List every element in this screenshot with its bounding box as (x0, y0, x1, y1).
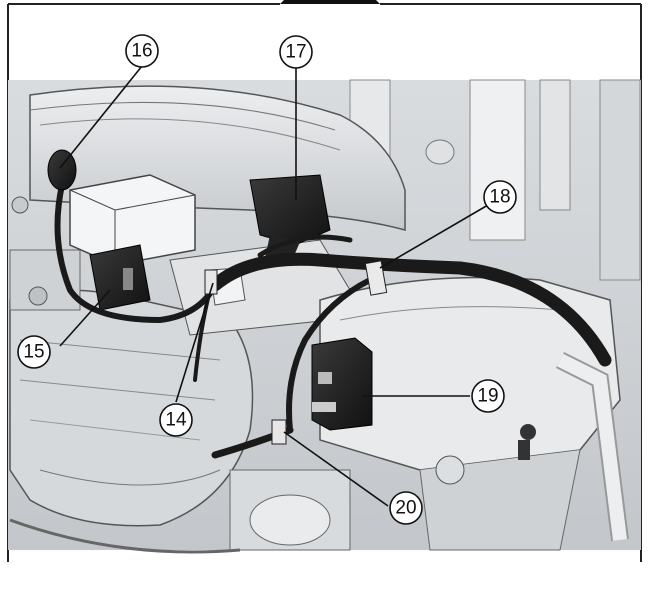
callout-14-label: 14 (165, 410, 187, 431)
illustration-body (8, 79, 641, 554)
callout-19-label: 19 (477, 386, 498, 407)
callout-20-label: 20 (395, 498, 416, 519)
callout-17: 17 (279, 35, 313, 69)
callout-19: 19 (471, 379, 505, 413)
callout-15-label: 15 (23, 342, 44, 363)
leader-lines (59, 65, 501, 507)
callout-18: 18 (483, 180, 517, 214)
callout-16-label: 16 (131, 41, 152, 62)
callout-17-label: 17 (285, 42, 306, 63)
callout-15: 15 (17, 335, 51, 369)
callout-20: 20 (389, 491, 423, 525)
callout-18-label: 18 (489, 187, 510, 208)
callout-16: 16 (125, 34, 159, 68)
callout-14: 14 (159, 403, 193, 437)
